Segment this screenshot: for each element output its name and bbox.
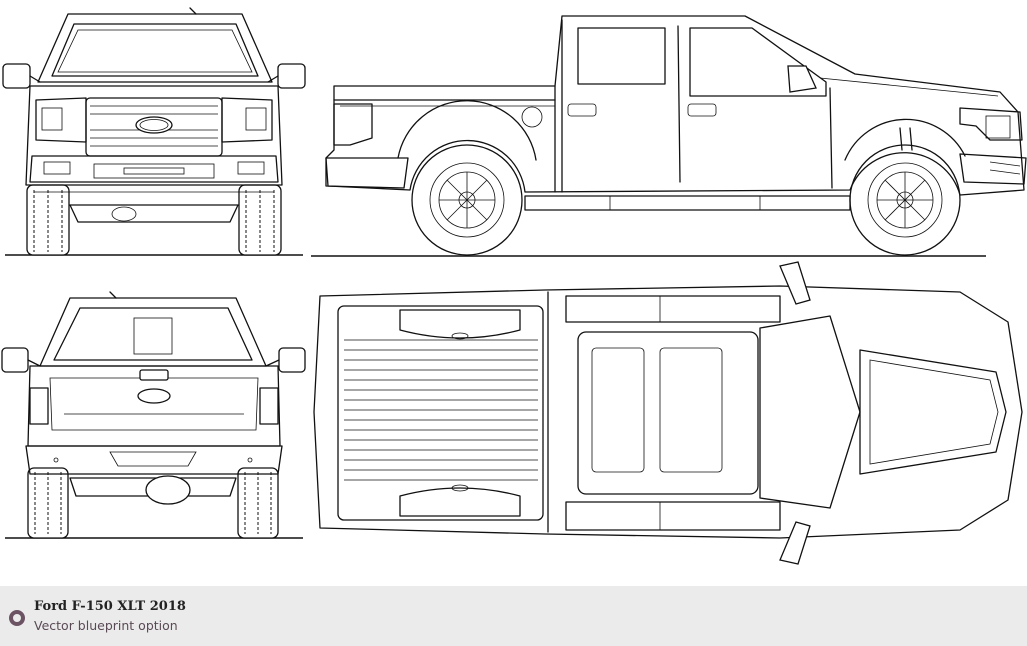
caption-bar: Ford F-150 XLT 2018 Vector blueprint opt… <box>0 586 1027 646</box>
caption-title: Ford F-150 XLT 2018 <box>34 599 186 614</box>
side-view <box>311 15 1027 257</box>
circle-icon <box>9 610 25 626</box>
top-view <box>313 261 1023 565</box>
front-view <box>2 7 306 256</box>
caption-subtitle: Vector blueprint option <box>34 618 178 633</box>
rear-view <box>1 291 306 539</box>
blueprint-drawing <box>1 7 1027 565</box>
